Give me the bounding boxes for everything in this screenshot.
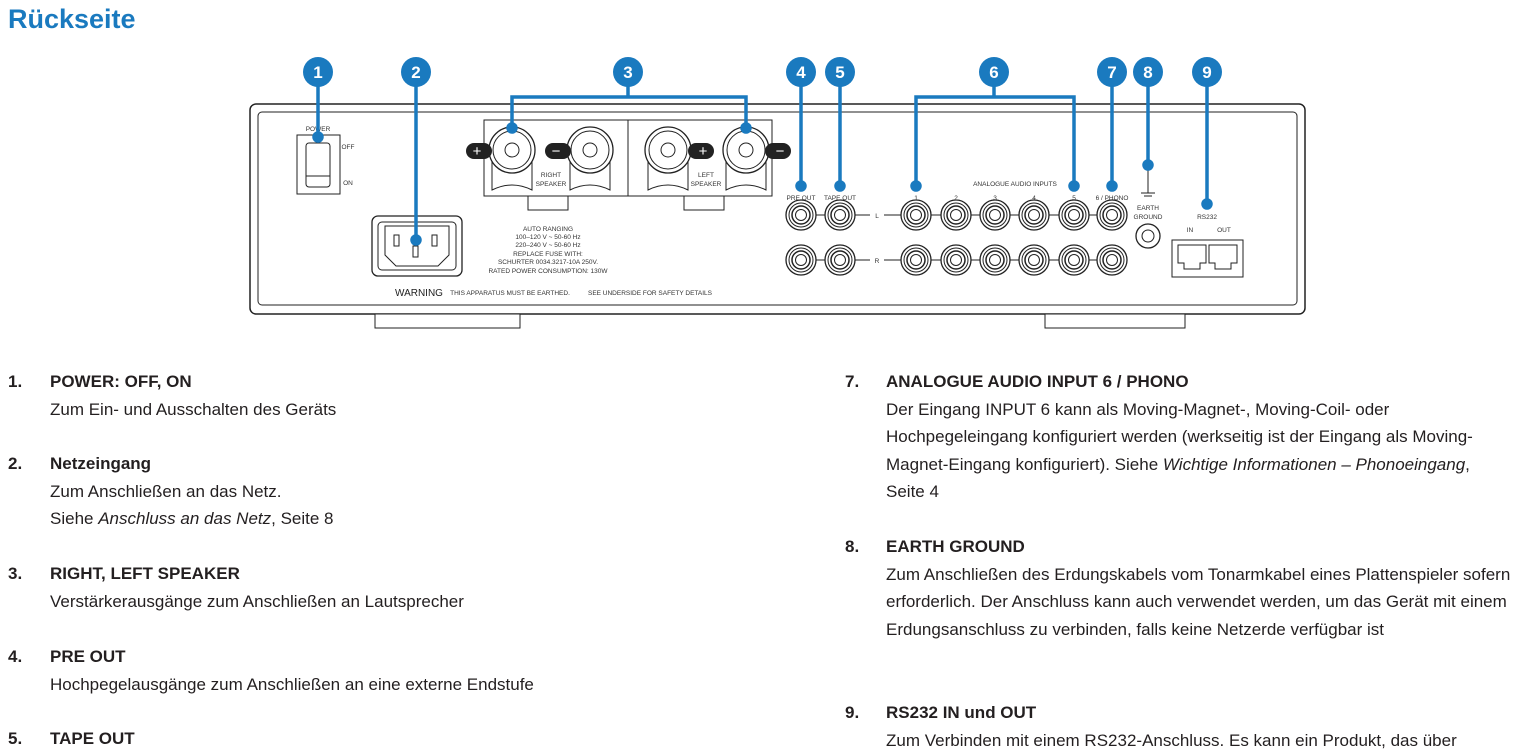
rs232-ports: RS232 IN OUT [1171,214,1244,278]
rear-panel-diagram: POWER OFF ON AUTO RANGING 100–120 V ~ 50… [249,57,1306,329]
svg-text:+: + [699,143,708,160]
svg-text:SCHURTER 0034.3217-10A 250V.: SCHURTER 0034.3217-10A 250V. [498,259,598,266]
foot [1044,313,1186,329]
svg-text:1: 1 [313,63,322,82]
item-title: RIGHT, LEFT SPEAKER [50,564,240,583]
list-item: 7. ANALOGUE AUDIO INPUT 6 / PHONO Der Ei… [845,372,1473,501]
item-title: RS232 IN und OUT [886,703,1037,722]
item-title: POWER: OFF, ON [50,372,192,391]
svg-text:OUT: OUT [1217,227,1231,234]
svg-text:5: 5 [1072,195,1076,202]
svg-text:THIS APPARATUS MUST BE EARTHED: THIS APPARATUS MUST BE EARTHED. [450,290,570,297]
cross-reference: Siehe Anschluss an das Netz, Seite 8 [50,509,334,528]
page-title: Rückseite [8,4,136,34]
list-item: 4. PRE OUT Hochpegelausgänge zum Anschli… [8,647,534,694]
item-title: EARTH GROUND [886,537,1025,556]
item-title: PRE OUT [50,647,126,666]
svg-text:ON: ON [343,180,353,187]
svg-text:2: 2 [954,195,958,202]
svg-text:+: + [473,143,482,160]
svg-text:EARTH: EARTH [1137,205,1159,212]
svg-text:PRE OUT: PRE OUT [787,195,816,202]
svg-text:6: 6 [989,63,998,82]
svg-text:3: 3 [993,195,997,202]
svg-text:SPEAKER: SPEAKER [691,181,722,188]
warning-label: WARNING [395,288,443,299]
svg-text:7: 7 [1107,63,1116,82]
svg-text:9: 9 [1202,63,1211,82]
rca-jacks: L R PRE OUT TAPE OUT ANALOGUE AUDIO INPU… [785,181,1129,276]
svg-text:−: − [776,143,785,160]
svg-text:4: 4 [1032,195,1036,202]
list-item: 9. RS232 IN und OUT Zum Verbinden mit ei… [845,703,1457,750]
callout-badges: 1 2 3 4 5 6 7 8 9 [303,57,1222,87]
fuse-info: AUTO RANGING 100–120 V ~ 50-60 Hz 220–24… [488,226,608,275]
earth-ground-terminal: EARTH GROUND [1134,165,1163,249]
svg-text:−: − [552,143,561,160]
item-title: TAPE OUT [50,729,135,748]
svg-text:RIGHT: RIGHT [541,172,561,179]
svg-text:IN: IN [1187,227,1194,234]
svg-text:TAPE OUT: TAPE OUT [824,195,856,202]
item-title: ANALOGUE AUDIO INPUT 6 / PHONO [886,372,1189,391]
svg-text:ANALOGUE AUDIO INPUTS: ANALOGUE AUDIO INPUTS [973,181,1057,188]
svg-text:REPLACE FUSE WITH:: REPLACE FUSE WITH: [513,251,583,258]
svg-text:OFF: OFF [342,144,355,151]
svg-text:AUTO RANGING: AUTO RANGING [523,226,573,233]
speaker-terminals: + − + − RIGHT SPEAKER LEFT SPEAKER [466,119,791,211]
list-item: 8. EARTH GROUND Zum Anschließen des Erdu… [845,537,1511,639]
svg-text:1: 1 [914,195,918,202]
svg-text:5: 5 [835,63,844,82]
svg-text:GROUND: GROUND [1134,214,1163,221]
svg-text:220–240 V ~ 50-60 Hz: 220–240 V ~ 50-60 Hz [515,242,580,249]
iec-power-inlet [371,215,463,277]
list-item: 1. POWER: OFF, ON Zum Ein- und Ausschalt… [8,372,337,419]
svg-text:3: 3 [623,63,632,82]
svg-text:RATED POWER CONSUMPTION: 130W: RATED POWER CONSUMPTION: 130W [488,268,608,275]
svg-text:6 / PHONO: 6 / PHONO [1096,195,1129,202]
list-item: 2. Netzeingang Zum Anschließen an das Ne… [8,450,334,533]
svg-text:4: 4 [796,63,806,82]
item-title: Netzeingang [50,454,152,473]
foot [374,313,521,329]
svg-text:RS232: RS232 [1197,214,1217,221]
svg-text:8: 8 [1143,63,1152,82]
callout-leaders [312,72,1213,246]
svg-text:100–120 V ~ 50-60 Hz: 100–120 V ~ 50-60 Hz [515,234,580,241]
svg-text:2: 2 [411,63,420,82]
list-item: 5. TAPE OUT [8,729,135,748]
list-item: 3. RIGHT, LEFT SPEAKER Verstärkerausgäng… [8,564,464,611]
svg-text:SEE UNDERSIDE FOR SAFETY DETAI: SEE UNDERSIDE FOR SAFETY DETAILS [588,290,713,297]
svg-text:R: R [875,258,880,265]
svg-text:LEFT: LEFT [698,172,714,179]
svg-text:L: L [875,213,879,220]
svg-text:SPEAKER: SPEAKER [536,181,567,188]
